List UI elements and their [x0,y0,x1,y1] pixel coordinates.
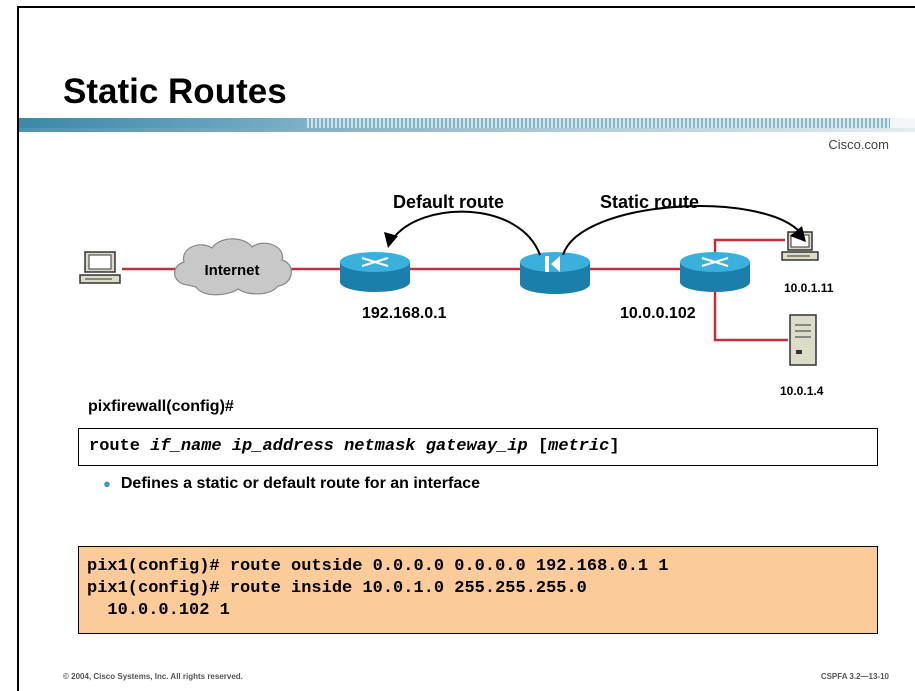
inside-router-ip: 10.0.0.102 [620,305,696,322]
slide-frame-top [17,6,915,8]
syntax-bracket-close: ] [609,437,620,456]
title-banner-line [19,128,915,132]
syntax-ip-address: ip_address [231,437,334,456]
example-line: pix1(config)# route inside 10.0.1.0 255.… [87,579,587,598]
brand-label: Cisco.com [828,137,889,152]
client-pc-icon [79,251,121,284]
static-route-arrowhead [790,226,806,242]
example-line: 10.0.0.102 1 [87,601,230,620]
static-route-arrow [562,205,801,256]
syntax-if-name: if_name [150,437,222,456]
bullet-item: ● Defines a static or default route for a… [103,475,480,493]
host-ip: 10.0.1.11 [784,281,834,295]
outside-router-ip: 192.168.0.1 [362,305,447,322]
syntax-netmask: netmask [344,437,416,456]
title-banner-bars [305,118,890,131]
syntax-gateway-ip: gateway_ip [425,437,528,456]
default-route-label: Default route [393,192,504,212]
default-route-arrowhead [384,232,398,248]
syntax-command: route [89,437,141,456]
slide-number-footer: CSPFA 3.2—13-10 [820,672,889,681]
server-icon [789,314,817,366]
bullet-dot-icon: ● [103,476,111,491]
config-prompt: pixfirewall(config)# [88,398,234,415]
link-router-server [713,282,788,342]
bullet-text: Defines a static or default route for an… [120,475,481,492]
pix-firewall-icon [520,252,590,294]
slide-frame-left [17,6,19,691]
example-config-box: pix1(config)# route outside 0.0.0.0 0.0.… [78,546,878,634]
command-syntax-box: route if_name ip_address netmask gateway… [78,428,878,466]
title-banner-fade [19,131,915,154]
syntax-bracket-open: [ [537,437,549,456]
internet-cloud-icon [174,238,292,296]
slide-title: Static Routes [63,72,287,111]
network-diagram: Internet 192.168.0.1 10. [79,192,834,398]
internet-label: Internet [204,262,259,279]
server-ip: 10.0.1.4 [780,384,824,398]
default-route-arrow [391,210,541,256]
copyright-footer: © 2004, Cisco Systems, Inc. All rights r… [63,672,243,681]
outside-router-icon [340,252,410,292]
example-line: pix1(config)# route outside 0.0.0.0 0.0.… [87,557,669,576]
static-route-label: Static route [600,192,699,212]
inside-router-icon [680,252,750,292]
syntax-metric: metric [548,437,610,456]
